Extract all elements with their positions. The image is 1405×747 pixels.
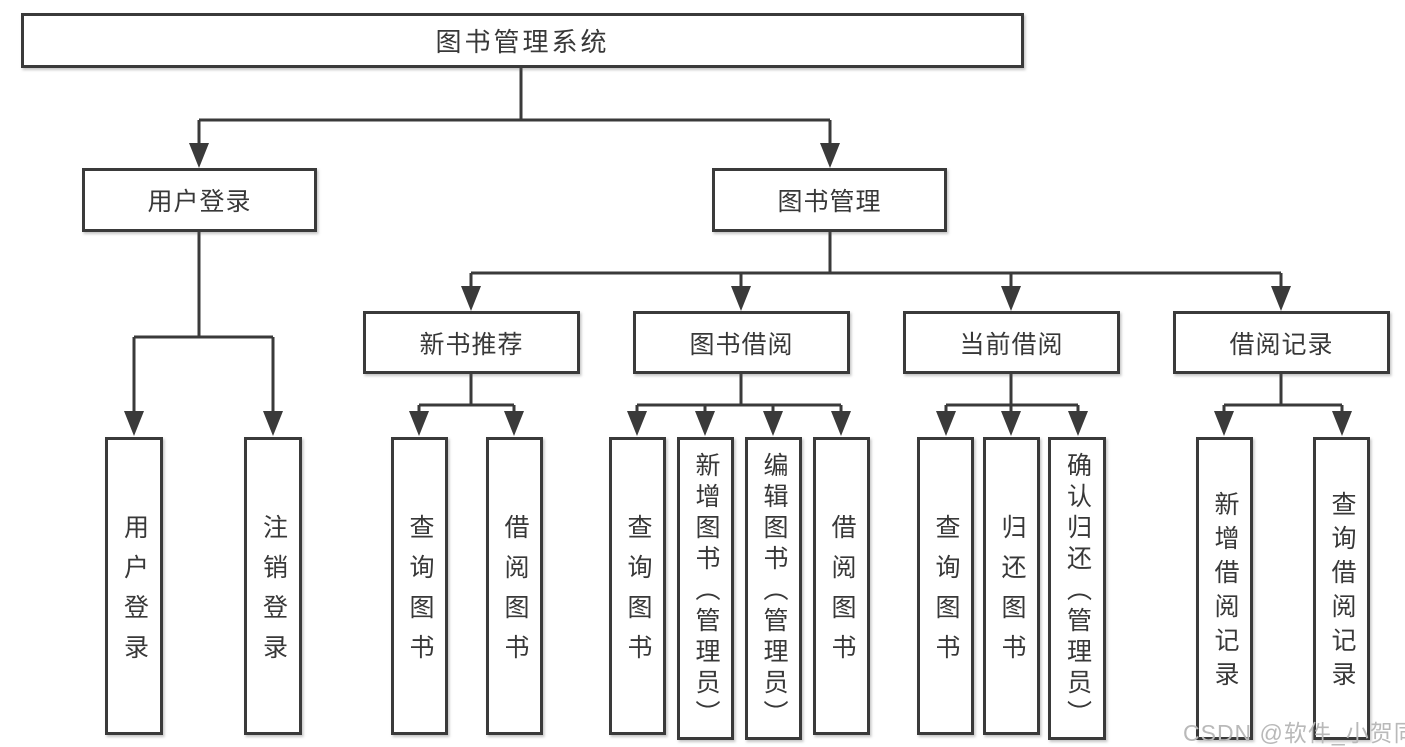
- arrowhead: [695, 411, 715, 436]
- arrowhead: [263, 411, 283, 436]
- leaf-user-login-label: 用户登录: [120, 513, 149, 674]
- leaf-current-confirm-return-admin-label: 确认归还（管理员）: [1063, 452, 1092, 731]
- node-library-management-system-label: 图书管理系统: [435, 27, 610, 57]
- arrowhead: [504, 411, 524, 436]
- leaf-newbooks-query-books: 查询图书: [391, 437, 448, 735]
- arrowhead: [831, 411, 851, 436]
- node-new-book-recommend: 新书推荐: [363, 311, 580, 374]
- arrowhead: [731, 286, 751, 311]
- watermark: CSDN @软件_小贺同学: [1183, 720, 1405, 746]
- arrowhead: [189, 143, 209, 168]
- leaf-logout: 注销登录: [244, 437, 302, 735]
- connector-book-management-subtree: [469, 232, 1283, 288]
- leaf-records-add-record: 新增借阅记录: [1196, 437, 1253, 740]
- leaf-borrowing-add-books-admin-label: 新增图书（管理员）: [692, 452, 720, 731]
- node-book-borrowing-label: 图书借阅: [689, 330, 794, 359]
- leaf-borrowing-borrow-books-label: 借阅图书: [828, 513, 856, 674]
- leaf-records-add-record-label: 新增借阅记录: [1211, 491, 1239, 695]
- connector-records-subtree: [1222, 374, 1344, 413]
- node-book-borrowing: 图书借阅: [633, 311, 850, 374]
- node-book-management: 图书管理: [712, 168, 947, 232]
- node-borrowing-records-label: 借阅记录: [1229, 330, 1334, 359]
- leaf-newbooks-borrow-books: 借阅图书: [486, 437, 543, 735]
- leaf-newbooks-query-books-label: 查询图书: [406, 513, 434, 674]
- leaf-records-query-record: 查询借阅记录: [1313, 437, 1370, 740]
- node-book-management-label: 图书管理: [777, 188, 882, 216]
- leaf-user-login: 用户登录: [105, 437, 163, 735]
- connector-user-login-subtree: [132, 232, 275, 413]
- connector-new-books-subtree: [417, 374, 516, 413]
- arrowhead: [1271, 286, 1291, 311]
- arrowhead: [936, 411, 956, 436]
- arrowhead: [1001, 286, 1021, 311]
- leaf-current-confirm-return-admin: 确认归还（管理员）: [1048, 437, 1106, 740]
- node-library-management-system: 图书管理系统: [21, 13, 1024, 68]
- node-new-book-recommend-label: 新书推荐: [419, 330, 524, 359]
- connector-borrowing-subtree: [635, 374, 843, 413]
- arrowhead: [1214, 411, 1234, 436]
- arrowhead: [1332, 411, 1352, 436]
- arrowhead: [124, 411, 144, 436]
- leaf-current-return-books: 归还图书: [983, 437, 1040, 735]
- leaf-newbooks-borrow-books-label: 借阅图书: [501, 513, 529, 674]
- leaf-current-query-books: 查询图书: [917, 437, 974, 735]
- arrowhead: [461, 286, 481, 311]
- leaf-borrowing-add-books-admin: 新增图书（管理员）: [677, 437, 734, 740]
- leaf-borrowing-query-books-label: 查询图书: [624, 513, 652, 674]
- connector-root-to-level2: [197, 68, 832, 145]
- arrowhead: [1068, 411, 1088, 436]
- leaf-current-return-books-label: 归还图书: [998, 513, 1026, 674]
- arrowhead: [409, 411, 429, 436]
- node-user-login-label: 用户登录: [147, 188, 252, 216]
- leaf-borrowing-borrow-books: 借阅图书: [813, 437, 870, 735]
- arrowhead: [820, 143, 840, 168]
- node-current-borrowing-label: 当前借阅: [959, 330, 1064, 359]
- arrowhead: [763, 411, 783, 436]
- node-user-login: 用户登录: [82, 168, 317, 232]
- leaf-records-query-record-label: 查询借阅记录: [1328, 491, 1356, 695]
- leaf-borrowing-query-books: 查询图书: [609, 437, 666, 735]
- connector-current-subtree: [944, 374, 1080, 413]
- leaf-current-query-books-label: 查询图书: [932, 513, 960, 674]
- arrowhead: [1001, 411, 1021, 436]
- leaf-borrowing-edit-books-admin: 编辑图书（管理员）: [745, 437, 802, 740]
- leaf-logout-label: 注销登录: [259, 513, 288, 674]
- node-current-borrowing: 当前借阅: [903, 311, 1120, 374]
- arrowhead: [627, 411, 647, 436]
- leaf-borrowing-edit-books-admin-label: 编辑图书（管理员）: [760, 452, 788, 731]
- node-borrowing-records: 借阅记录: [1173, 311, 1390, 374]
